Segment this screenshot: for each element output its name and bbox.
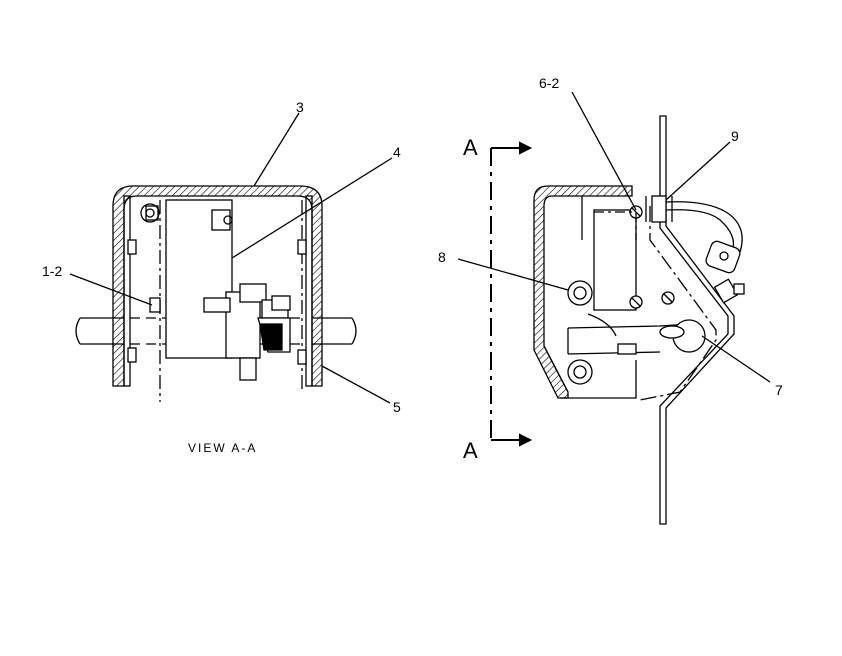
shaft [75, 317, 357, 345]
section-letter-top: A [463, 135, 478, 160]
leader-3 [253, 112, 300, 187]
side-housing [533, 185, 633, 399]
left-bracket [123, 195, 131, 387]
callout-6-2: 6-2 [539, 75, 559, 91]
section-letter-bottom: A [463, 438, 478, 463]
callout-9: 9 [731, 128, 739, 144]
callout-5: 5 [393, 399, 401, 415]
leader-8 [457, 258, 569, 291]
leader-4 [231, 157, 393, 259]
leader-7 [701, 335, 771, 383]
right-bracket [305, 195, 313, 387]
view-caption: VIEW A-A [188, 441, 257, 455]
callout-7: 7 [775, 382, 783, 398]
leader-9 [665, 141, 731, 201]
callout-3: 3 [296, 99, 304, 115]
leader-5 [321, 365, 391, 404]
cable [665, 201, 743, 253]
callout-8: 8 [438, 249, 446, 265]
labels: 3 4 1-2 5 6-2 9 8 7 A A VIEW A-A [42, 75, 783, 463]
callout-1-2: 1-2 [42, 263, 62, 279]
leader-1-2 [69, 273, 153, 306]
side-view [457, 91, 771, 525]
view-a-a [69, 112, 393, 404]
roller-8 [567, 280, 593, 306]
callout-4: 4 [393, 144, 401, 160]
pivot-screw [140, 203, 160, 223]
leader-6-2 [571, 91, 637, 211]
switch-9 [651, 195, 667, 223]
side-switch [593, 209, 637, 311]
section-line [490, 141, 533, 447]
door-plate [659, 115, 735, 525]
